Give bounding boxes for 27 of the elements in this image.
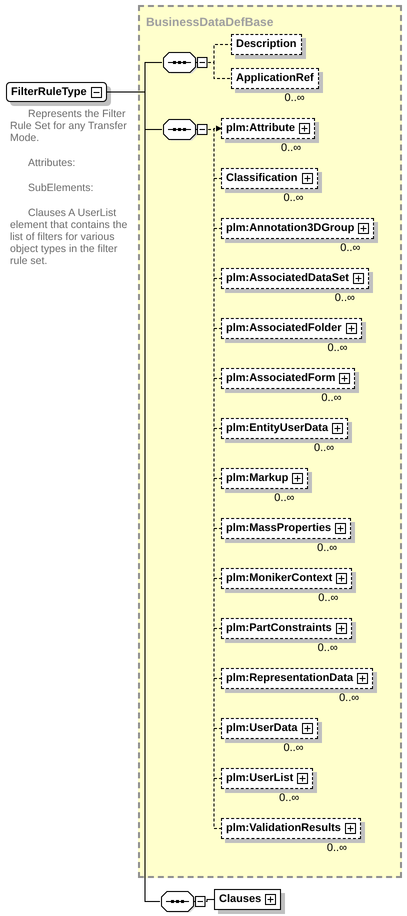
multiplicity-label: 0..∞ [318, 642, 338, 654]
multiplicity-label: 0..∞ [339, 692, 360, 704]
multiplicity-label: 0..∞ [340, 242, 360, 254]
connector-line [206, 899, 214, 902]
multiplicity-label: 0..∞ [317, 542, 338, 554]
group-panel [138, 5, 402, 878]
description-text: Attributes: [27, 157, 76, 169]
sequence-compositor [162, 118, 208, 141]
sequence-compositor [162, 51, 208, 74]
multiplicity-label: 0..∞ [280, 142, 302, 154]
sequence-compositor [160, 890, 206, 913]
multiplicity-label: 0..∞ [334, 292, 355, 304]
multiplicity-label: 0..∞ [279, 792, 300, 804]
multiplicity-label: 0..∞ [326, 842, 347, 854]
multiplicity-label: 0..∞ [274, 492, 294, 504]
multiplicity-label: 0..∞ [318, 592, 338, 604]
multiplicity-label: 0..∞ [283, 742, 304, 754]
description-text: Clauses A UserList element that contains the list of filters for various object types in the filter rule set. [10, 207, 128, 267]
connector-line [208, 62, 232, 79]
description-text: Represents the Filter Rule Set for any Transfer Mode. [10, 108, 128, 144]
multiplicity-label: 0..∞ [321, 392, 342, 404]
multiplicity-label: 0..∞ [327, 342, 348, 354]
description-text: SubElements: [27, 182, 94, 194]
multiplicity-label: 0..∞ [314, 442, 334, 454]
multiplicity-label: 0..∞ [283, 192, 304, 204]
group-title: BusinessDataDefBase [146, 14, 274, 31]
multiplicity-label: 0..∞ [284, 92, 305, 104]
